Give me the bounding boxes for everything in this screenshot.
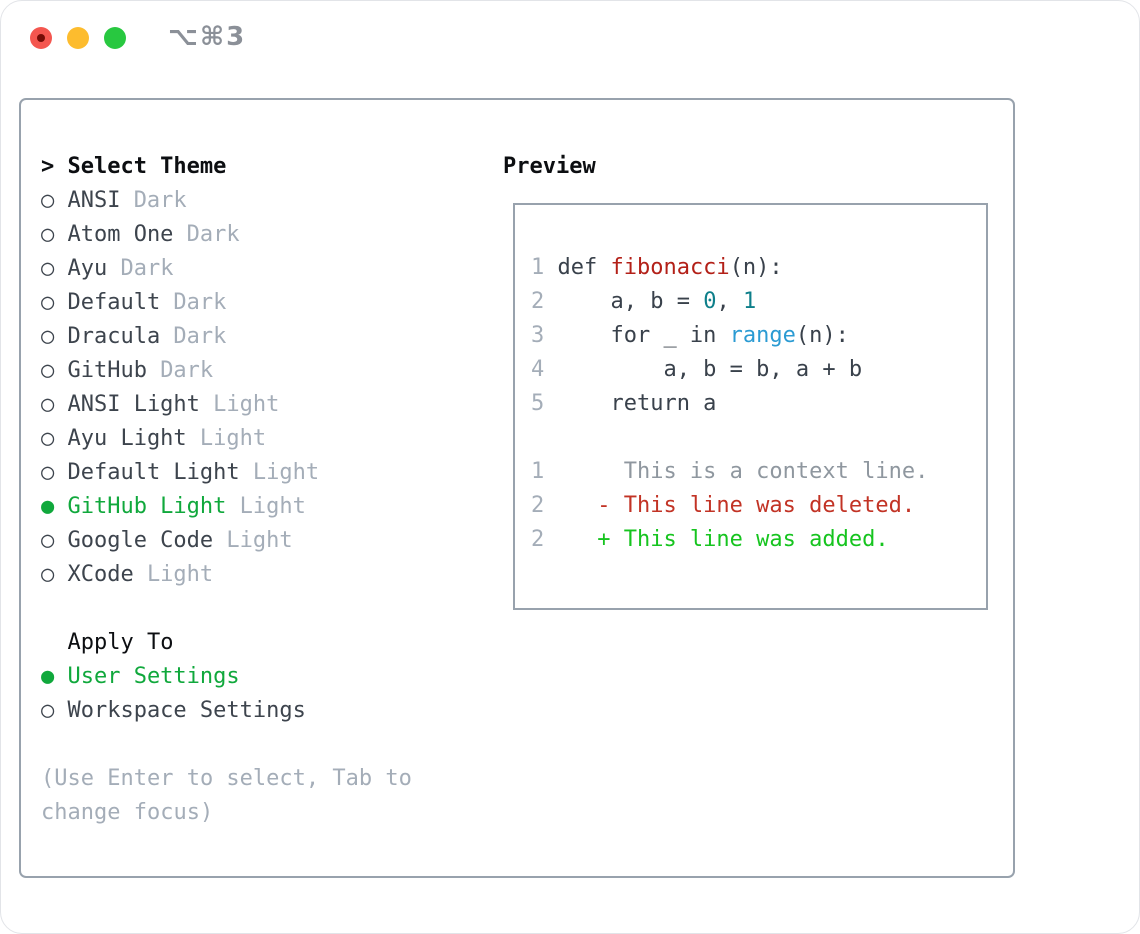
close-button[interactable]: [30, 27, 52, 49]
radio-on-icon: ●: [41, 664, 55, 689]
apply-to-header: Apply To: [67, 630, 174, 655]
theme-variant-tag: Dark: [173, 324, 227, 349]
radio-on-icon: ●: [41, 494, 55, 519]
theme-variant-tag: Dark: [160, 358, 214, 383]
theme-variant-tag: Light: [226, 528, 293, 553]
minimize-button[interactable]: [67, 27, 89, 49]
blank-line: [531, 421, 978, 455]
radio-off-icon: ○: [41, 324, 55, 349]
code-line: 5 return a: [531, 391, 717, 416]
diff-added-line: 2 + This line was added.: [531, 527, 889, 552]
radio-off-icon: ○: [41, 188, 55, 213]
theme-variant-tag: Light: [239, 494, 306, 519]
line-number: 5: [531, 391, 545, 416]
spacer: [41, 728, 441, 762]
radio-off-icon: ○: [41, 698, 55, 723]
apply-option-workspace-settings[interactable]: ○Workspace Settings: [41, 694, 441, 728]
radio-off-icon: ○: [41, 426, 55, 451]
radio-off-icon: ○: [41, 562, 55, 587]
zoom-button[interactable]: [104, 27, 126, 49]
radio-off-icon: ○: [41, 460, 55, 485]
diff-context-line: 1 This is a context line.: [531, 459, 929, 484]
prompt-icon: >: [41, 154, 55, 179]
theme-variant-tag: Dark: [173, 290, 227, 315]
radio-off-icon: ○: [41, 528, 55, 553]
line-number: 2: [531, 493, 545, 518]
theme-variant-tag: Light: [252, 460, 320, 485]
preview-title: Preview: [503, 154, 596, 179]
theme-variant-tag: Dark: [120, 256, 174, 281]
radio-off-icon: ○: [41, 290, 55, 315]
keyboard-hint-text: (Use Enter to select, Tab to change focu…: [41, 766, 412, 825]
titlebar: ⌥⌘3: [1, 1, 1139, 98]
theme-variant-tag: Dark: [133, 188, 187, 213]
unsaved-indicator-dot: [37, 34, 45, 42]
radio-off-icon: ○: [41, 358, 55, 383]
window-shortcut-title: ⌥⌘3: [168, 22, 247, 52]
code-line: 3 for _ in range(n):: [531, 323, 849, 348]
radio-off-icon: ○: [41, 392, 55, 417]
diff-deleted-line: 2 - This line was deleted.: [531, 493, 916, 518]
code-line: 2 a, b = 0, 1: [531, 289, 757, 314]
select-theme-header: > Select Theme: [41, 150, 441, 184]
line-number: 3: [531, 323, 545, 348]
line-number: 1: [531, 255, 545, 280]
line-number: 1: [531, 459, 545, 484]
line-number: 2: [531, 289, 545, 314]
theme-variant-tag: Light: [199, 426, 267, 451]
radio-off-icon: ○: [41, 256, 55, 281]
apply-option-user-settings[interactable]: ●User Settings: [41, 660, 441, 694]
theme-variant-tag: Dark: [186, 222, 240, 247]
theme-variant-tag: Light: [146, 562, 214, 587]
line-number: 2: [531, 527, 545, 552]
radio-off-icon: ○: [41, 222, 55, 247]
select-theme-header-label: Select Theme: [67, 154, 227, 179]
spacer: [41, 592, 441, 626]
code-line: 4 a, b = b, a + b: [531, 357, 863, 382]
theme-variant-tag: Light: [213, 392, 280, 417]
line-number: 4: [531, 357, 545, 382]
